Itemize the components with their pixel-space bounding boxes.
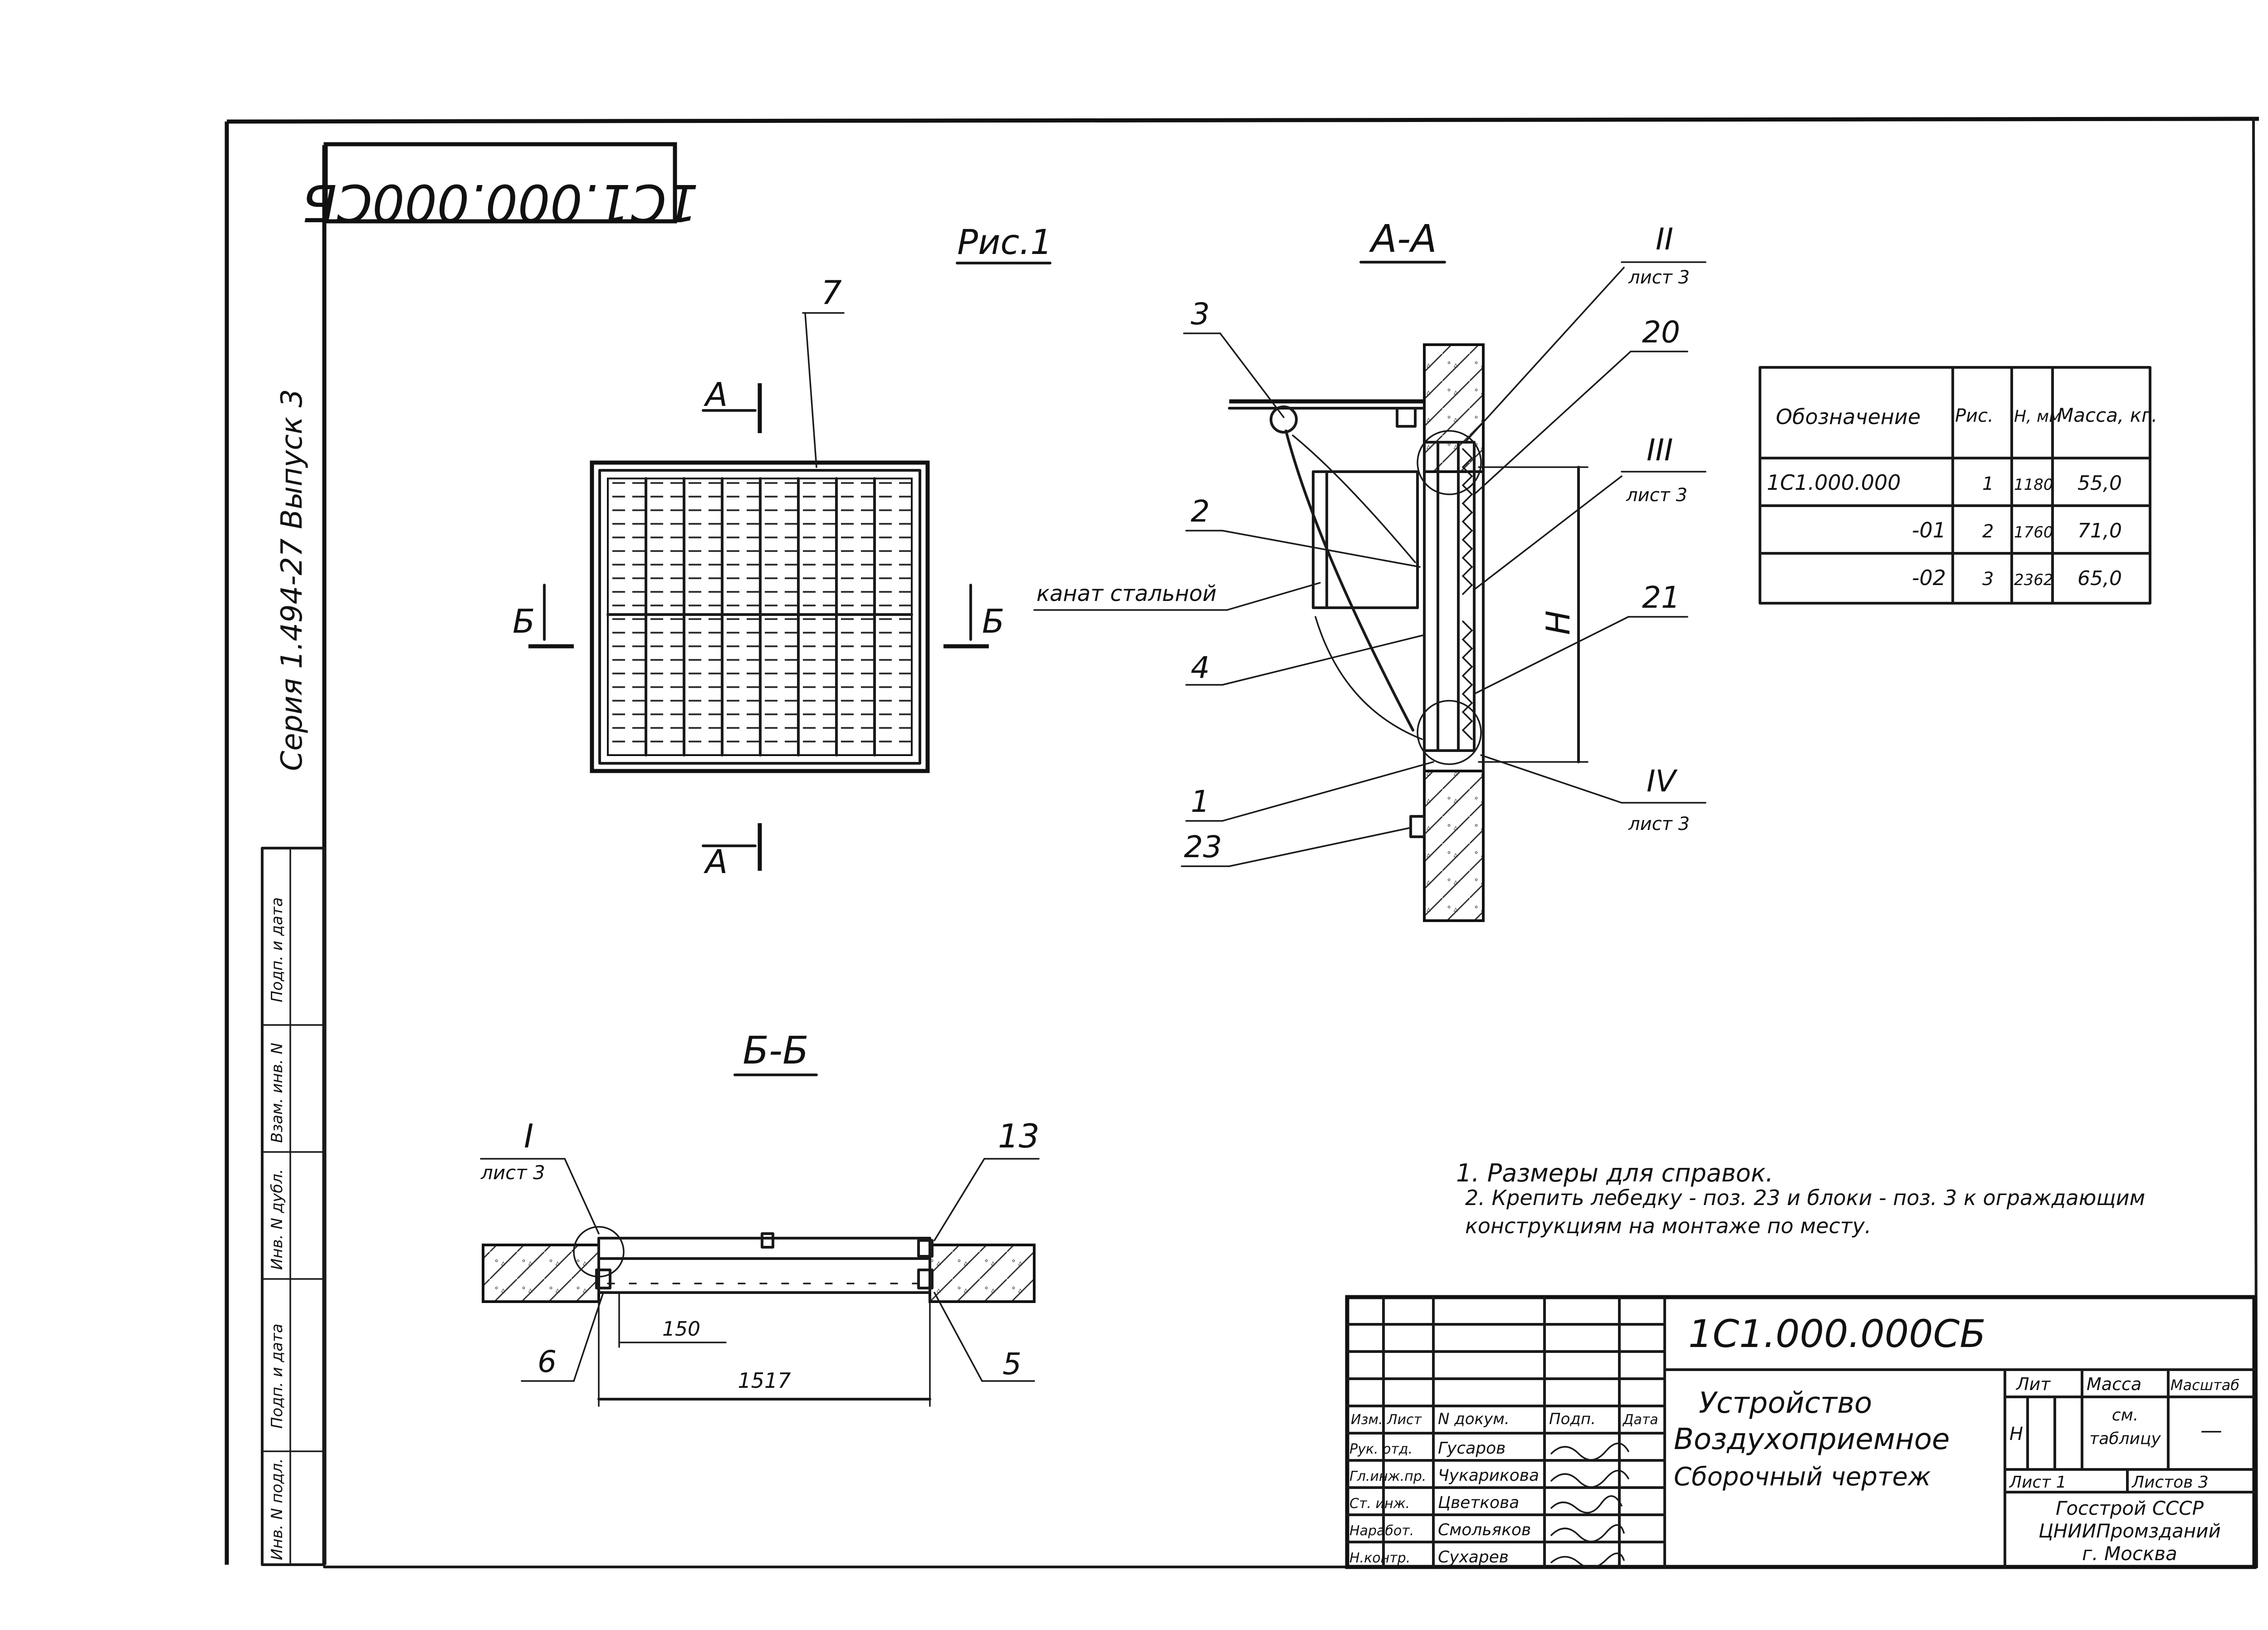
spec-row3-h: 2362 — [2014, 571, 2053, 589]
tb-role-3: Ст. инж. — [1349, 1496, 1410, 1512]
tb-mass-header: Масса — [2087, 1374, 2141, 1394]
cut-a-top: А — [704, 376, 728, 414]
callout-20: 20 — [1642, 315, 1680, 350]
drawing-number-stamp: 1С1.000.000СБ — [302, 142, 699, 232]
detail-ii: II — [1656, 222, 1673, 257]
tb-name-1: Гусаров — [1438, 1439, 1505, 1458]
tb-col-list: Лист — [1387, 1412, 1422, 1428]
tb-col-izm: Изм. — [1351, 1412, 1383, 1428]
notes: 1. Размеры для справок. 2. Крепить лебед… — [1456, 1159, 2146, 1238]
spec-row2-mass: 71,0 — [2077, 519, 2122, 542]
detail-iii: III — [1647, 433, 1673, 468]
spec-row1-h: 1180 — [2014, 476, 2053, 494]
callout-5: 5 — [1002, 1347, 1022, 1381]
callout-2: 2 — [1191, 494, 1210, 529]
spec-header-designation: Обозначение — [1776, 405, 1921, 429]
spec-row3-designation: -02 — [1912, 566, 1946, 590]
spec-table: Обозначение Рис. Н, мм Масса, кг. 1С1.00… — [1759, 366, 2157, 605]
detail-ii-sheet: лист 3 — [1628, 267, 1690, 288]
note-2: 2. Крепить лебедку - поз. 23 и блоки - п… — [1465, 1186, 2146, 1238]
series-side-text: Серия 1.494-27 Выпуск 3 — [275, 389, 309, 771]
tb-code: 1С1.000.000СБ — [1688, 1312, 1986, 1356]
tb-sheets: Листов 3 — [2131, 1473, 2209, 1492]
strip-label-5: Инв. N подл. — [268, 1458, 286, 1560]
note-1: 1. Размеры для справок. — [1456, 1159, 1774, 1187]
cut-a-bottom: А — [704, 843, 728, 881]
tb-org-1: Госстрой СССР — [2056, 1497, 2204, 1519]
title-block: Изм. Лист N докум. Подп. Дата Рук. отд. … — [1345, 1295, 2257, 1569]
callout-4: 4 — [1191, 650, 1210, 685]
callout-23: 23 — [1184, 830, 1222, 864]
spec-row2-fig: 2 — [1982, 521, 1994, 542]
left-approval-strip: Подп. и дата Взам. инв. N Инв. N дубл. П… — [261, 847, 326, 1566]
figure-1-front-view: Рис.1 7 А А Б Б — [513, 222, 1052, 881]
fig-title: Рис.1 — [957, 222, 1052, 262]
spec-header-h: Н, мм — [2014, 407, 2061, 426]
tb-mass-value: см. таблицу — [2089, 1406, 2161, 1448]
dim-150: 150 — [662, 1318, 700, 1341]
tb-name-2: Чукарикова — [1438, 1466, 1539, 1485]
tb-name-3: Цветкова — [1438, 1493, 1519, 1512]
tb-role-4: Наработ. — [1349, 1523, 1414, 1539]
stamp-text: 1С1.000.000СБ — [302, 173, 699, 232]
detail-i-sheet: лист 3 — [480, 1161, 545, 1184]
tb-org-2: ЦНИИПромзданий — [2038, 1520, 2221, 1542]
detail-iv-sheet: лист 3 — [1628, 814, 1690, 835]
tb-col-sign: Подп. — [1549, 1410, 1596, 1428]
tb-role-2: Гл.инж.пр. — [1349, 1469, 1426, 1484]
callout-13: 13 — [998, 1117, 1040, 1155]
tb-name-4: Смольяков — [1438, 1521, 1531, 1539]
section-bb: Б-Б I лист 3 13 6 5 150 — [480, 1028, 1040, 1407]
tb-lit-header: Лит — [2015, 1374, 2051, 1394]
tb-name-line-1: Устройство — [1699, 1386, 1872, 1420]
spec-row1-mass: 55,0 — [2077, 472, 2122, 495]
strip-label-4: Подп. и дата — [268, 1323, 286, 1429]
tb-name-line-3: Сборочный чертеж — [1674, 1462, 1931, 1492]
spec-header-mass: Масса, кг. — [2057, 404, 2157, 426]
dim-h: Н — [1539, 610, 1577, 635]
section-bb-title: Б-Б — [743, 1028, 809, 1073]
tb-lit-value: Н — [2009, 1424, 2023, 1445]
callout-21: 21 — [1642, 580, 1680, 615]
tb-name-line-2: Воздухоприемное — [1674, 1423, 1950, 1456]
dim-1517: 1517 — [738, 1368, 791, 1393]
spec-row3-fig: 3 — [1982, 569, 1994, 590]
strip-label-2: Взам. инв. N — [268, 1043, 286, 1143]
section-aa: А-А Н 3 — [1033, 216, 1706, 922]
signatures — [1550, 1442, 1629, 1569]
tb-sheet: Лист 1 — [2009, 1473, 2067, 1492]
callout-1: 1 — [1191, 784, 1210, 819]
tb-role-5: Н.контр. — [1349, 1550, 1410, 1566]
tb-scale-value: — — [2200, 1418, 2222, 1443]
strip-label-3: Инв. N дубл. — [268, 1169, 286, 1270]
tb-col-date: Дата — [1622, 1412, 1658, 1428]
cut-b-right: Б — [982, 602, 1004, 640]
spec-row1-fig: 1 — [1982, 473, 1994, 494]
section-aa-title: А-А — [1369, 216, 1437, 261]
rope-label: канат стальной — [1036, 581, 1217, 606]
callout-3: 3 — [1191, 297, 1210, 332]
tb-col-doc: N докум. — [1438, 1410, 1510, 1428]
detail-i: I — [524, 1117, 533, 1155]
cut-b-left: Б — [513, 602, 535, 640]
spec-header-fig: Рис. — [1955, 405, 1994, 426]
tb-name-5: Сухарев — [1438, 1548, 1509, 1567]
callout-6: 6 — [538, 1344, 557, 1379]
spec-row3-mass: 65,0 — [2077, 567, 2122, 590]
strip-label-1: Подп. и дата — [268, 897, 286, 1002]
detail-iii-sheet: лист 3 — [1626, 485, 1687, 506]
tb-role-1: Рук. отд. — [1349, 1441, 1413, 1457]
callout-7: 7 — [821, 273, 842, 312]
spec-row2-designation: -01 — [1912, 518, 1946, 542]
tb-org-3: г. Москва — [2082, 1542, 2177, 1565]
tb-scale-header: Масштаб — [2170, 1376, 2239, 1394]
detail-iv: IV — [1647, 764, 1677, 799]
spec-row2-h: 1760 — [2014, 523, 2053, 542]
spec-row1-designation: 1С1.000.000 — [1767, 470, 1901, 495]
